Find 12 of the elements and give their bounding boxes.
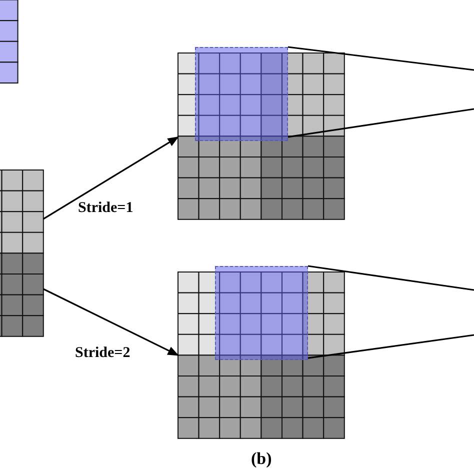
edge-label: Stride=1 [78,200,134,217]
arrow [42,136,179,220]
arrow [43,288,179,356]
edge-label: Stride=2 [75,345,130,362]
projection-line [308,265,474,291]
pixel-grid [178,53,344,220]
kernel-window [215,266,308,360]
caption: (b) [251,449,272,469]
projection-line [308,334,474,359]
kernel-window [195,47,288,141]
projection-line [288,46,474,71]
pixel-grid [178,272,344,438]
